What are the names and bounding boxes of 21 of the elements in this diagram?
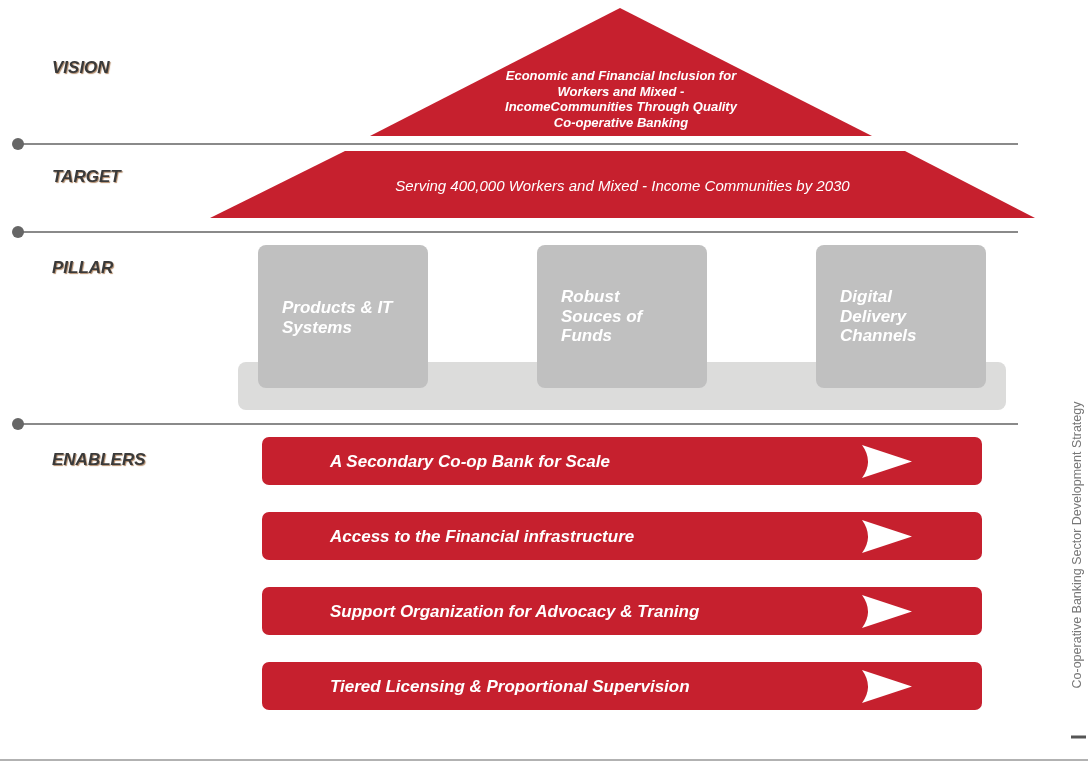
enabler-bar (262, 662, 982, 710)
section-label: ENABLERS (52, 450, 146, 470)
enabler-label: Tiered Licensing & Proportional Supervision (330, 677, 691, 697)
section-label: PILLAR (52, 258, 114, 278)
enabler-bar (262, 512, 982, 560)
vision-statement: Economic and Financial Inclusion for Workers and Mixed - IncomeCommunities Through Quality Co-operative Banking (505, 68, 737, 130)
section-label: VISION (52, 58, 110, 78)
pillar-label: Digital Delivery Channels (840, 287, 918, 346)
pillar-label: Products & IT Systems (282, 298, 394, 337)
enabler-bar (262, 587, 982, 635)
pillar-box (537, 245, 707, 388)
pillar-box (258, 245, 428, 388)
document-title: Co-operative Banking Sector Development Strategy (1070, 401, 1084, 689)
target-statement: Serving 400,000 Workers and Mixed - Income Communities by 2030 (394, 177, 851, 194)
pillar-box (816, 245, 986, 388)
section-label: TARGET (52, 167, 121, 187)
enabler-bar (262, 437, 982, 485)
enabler-label: A Secondary Co-op Bank for Scale (330, 452, 611, 472)
enabler-label: Support Organization for Advocacy & Traning (330, 602, 701, 622)
enabler-label: Access to the Financial infrastructure (330, 527, 636, 547)
pillar-label: Robust Souces of Funds (561, 287, 645, 346)
